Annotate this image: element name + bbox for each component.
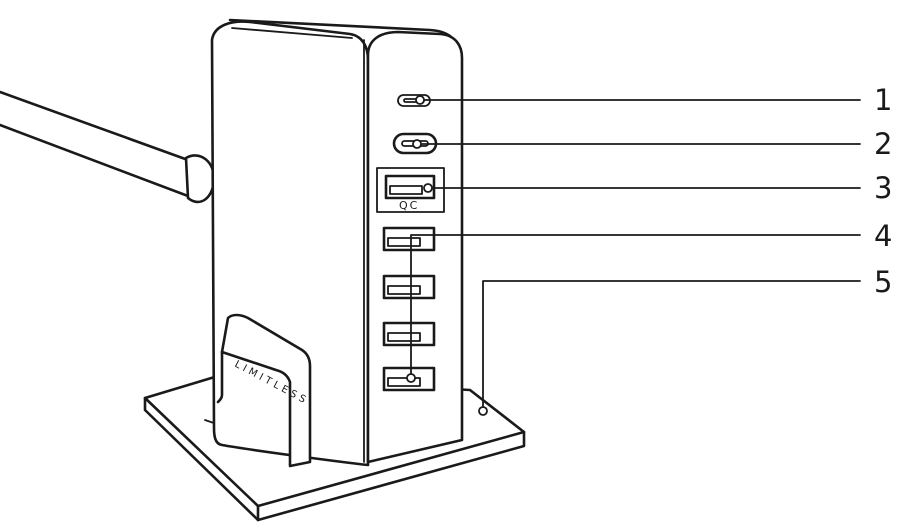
power-cable (0, 90, 216, 204)
qc-port-group: QC (376, 167, 445, 213)
usb-a-port-3 (382, 321, 436, 347)
callout-number-2: 2 (874, 127, 892, 161)
callout-number-1: 1 (874, 83, 892, 117)
callout-labels: 1 2 3 4 5 (874, 83, 892, 299)
leader-lines (406, 95, 861, 416)
usb-a-port-2 (382, 274, 436, 300)
callout-number-4: 4 (874, 219, 892, 253)
qc-label: QC (399, 199, 419, 212)
callout-number-3: 3 (874, 171, 892, 205)
usb-a-port-qc (384, 174, 436, 200)
usb-a-port-1 (382, 226, 436, 252)
callout-number-5: 5 (874, 265, 892, 299)
